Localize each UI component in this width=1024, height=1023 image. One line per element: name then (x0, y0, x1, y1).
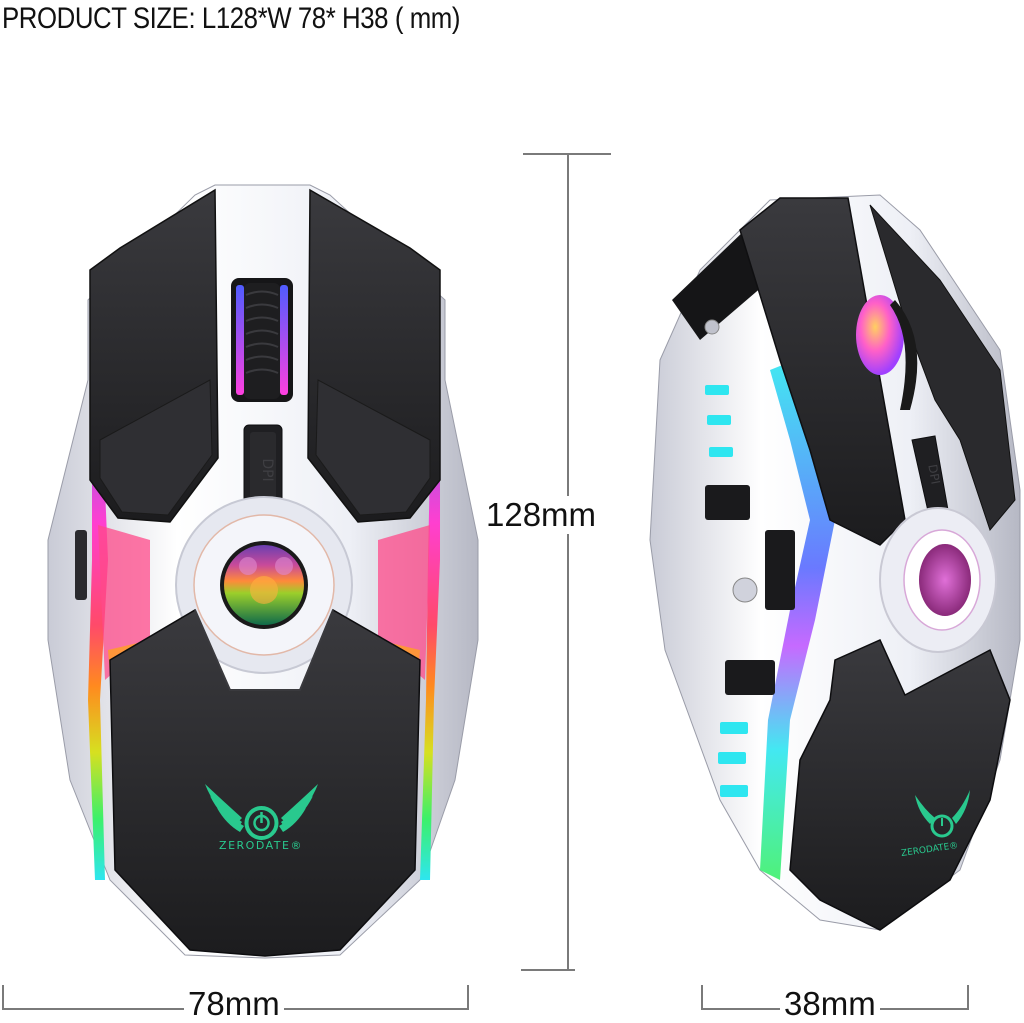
side-button-forward[interactable] (705, 485, 750, 520)
width-label: 78mm (184, 985, 284, 1023)
side-button-back[interactable] (765, 530, 795, 610)
dpi-button-label: DPI (259, 458, 275, 481)
side-button-icon (75, 530, 87, 600)
height-label: 38mm (780, 985, 880, 1023)
product-size-title: PRODUCT SIZE: L128*W 78* H38 ( mm) (2, 2, 461, 35)
side-led-icon (705, 385, 748, 797)
winged-power-icon (205, 784, 318, 832)
length-label: 128mm (482, 496, 601, 534)
mouse-top-view: DPI ZERODATE® (47, 184, 479, 959)
scroll-wheel-icon (856, 295, 904, 375)
brand-logo: ZERODATE® (205, 784, 318, 852)
scroll-wheel-icon[interactable] (231, 278, 293, 402)
rgb-light-icon (919, 544, 971, 616)
brand-logo-text: ZERODATE® (219, 839, 303, 852)
svg-text:DPI: DPI (925, 463, 942, 485)
dpi-button[interactable]: DPI (911, 435, 949, 521)
dpi-button[interactable]: DPI (243, 424, 283, 516)
mouse-side-view: DPI ZERODATE® (649, 194, 1021, 931)
